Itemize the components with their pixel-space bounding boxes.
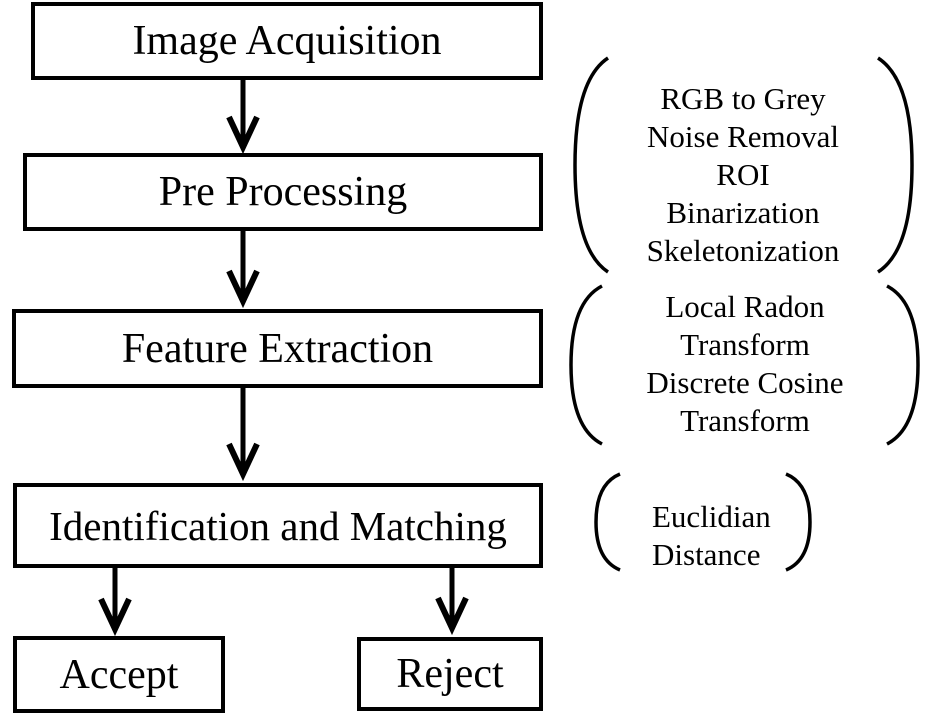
annotation-line: Transform <box>680 403 810 438</box>
box-identification-and-matching: Identification and Matching <box>13 483 543 568</box>
box-identification-and-matching-label: Identification and Matching <box>49 502 507 549</box>
annotation-feature-extraction: Local Radon Transform Discrete Cosine Tr… <box>605 288 885 440</box>
arrow-pre-processing-to-feature-extraction <box>226 230 260 309</box>
box-reject-label: Reject <box>396 651 504 697</box>
box-feature-extraction: Feature Extraction <box>12 309 543 388</box>
bracket-right-feature-extraction <box>886 284 920 446</box>
annotation-line: RGB to Grey <box>660 81 826 116</box>
bracket-left-feature-extraction <box>569 284 603 446</box>
box-reject: Reject <box>357 637 543 711</box>
annotation-line: ROI <box>716 157 770 192</box>
arrow-identification-to-reject <box>435 566 469 636</box>
annotation-pre-processing: RGB to Grey Noise Removal ROI Binarizati… <box>608 80 878 270</box>
annotation-line: Transform <box>680 327 810 362</box>
box-image-acquisition-label: Image Acquisition <box>132 18 442 64</box>
annotation-line: Binarization <box>666 195 820 230</box>
box-accept: Accept <box>13 636 225 713</box>
annotation-line: Distance <box>652 537 761 572</box>
annotation-line: Skeletonization <box>646 233 840 268</box>
bracket-left-pre-processing <box>573 56 610 274</box>
bracket-left-identification <box>594 472 621 572</box>
bracket-right-pre-processing <box>877 56 914 274</box>
arrow-feature-extraction-to-identification <box>226 388 260 482</box>
annotation-line: Local Radon <box>665 289 825 324</box>
annotation-line: Discrete Cosine <box>646 365 844 400</box>
box-pre-processing-label: Pre Processing <box>158 169 408 215</box>
annotation-identification-and-matching: Euclidian Distance <box>652 498 802 574</box>
arrow-image-acquisition-to-pre-processing <box>226 80 260 155</box>
box-image-acquisition: Image Acquisition <box>31 2 543 80</box>
box-pre-processing: Pre Processing <box>23 153 543 231</box>
annotation-line: Euclidian <box>652 499 771 534</box>
annotation-line: Noise Removal <box>647 119 839 154</box>
box-feature-extraction-label: Feature Extraction <box>121 325 434 372</box>
box-accept-label: Accept <box>59 651 179 698</box>
arrow-identification-to-accept <box>98 567 132 637</box>
